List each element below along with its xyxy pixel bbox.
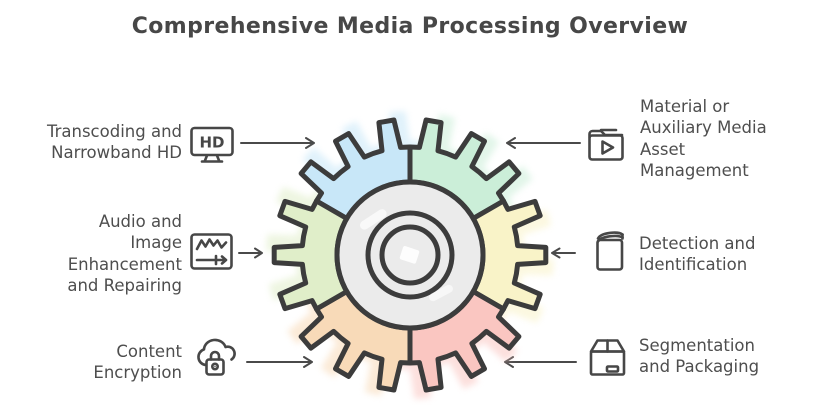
- waveform-monitor-icon: [188, 231, 235, 276]
- package-box-icon: [584, 334, 631, 385]
- arrow-content-encryption: [246, 354, 316, 374]
- label-segmentation-packaging: Segmentation and Packaging: [639, 336, 760, 377]
- label-detection-identification: Detection and Identification: [639, 234, 756, 275]
- label-transcoding: Transcoding and Narrowband HD: [46, 122, 182, 163]
- cloud-lock-icon: [194, 337, 243, 386]
- book-icon: [589, 228, 630, 279]
- page-title: Comprehensive Media Processing Overview: [131, 14, 689, 39]
- label-audio-image-enhancement: Audio and Image Enhancement and Repairin…: [67, 212, 182, 296]
- gear-illustration: [260, 105, 560, 405]
- arrow-detection: [549, 245, 576, 265]
- label-content-encryption: Content Encryption: [93, 342, 182, 383]
- arrow-media-asset: [503, 135, 581, 155]
- svg-text:HD: HD: [199, 134, 224, 152]
- media-folder-icon: [584, 125, 631, 170]
- arrow-audio-image: [238, 245, 266, 265]
- arrow-transcoding: [240, 135, 318, 155]
- label-media-asset-management: Material or Auxiliary Media Asset Manage…: [640, 97, 767, 181]
- arrow-segmentation: [501, 354, 577, 374]
- hd-monitor-icon: HD: [188, 124, 236, 172]
